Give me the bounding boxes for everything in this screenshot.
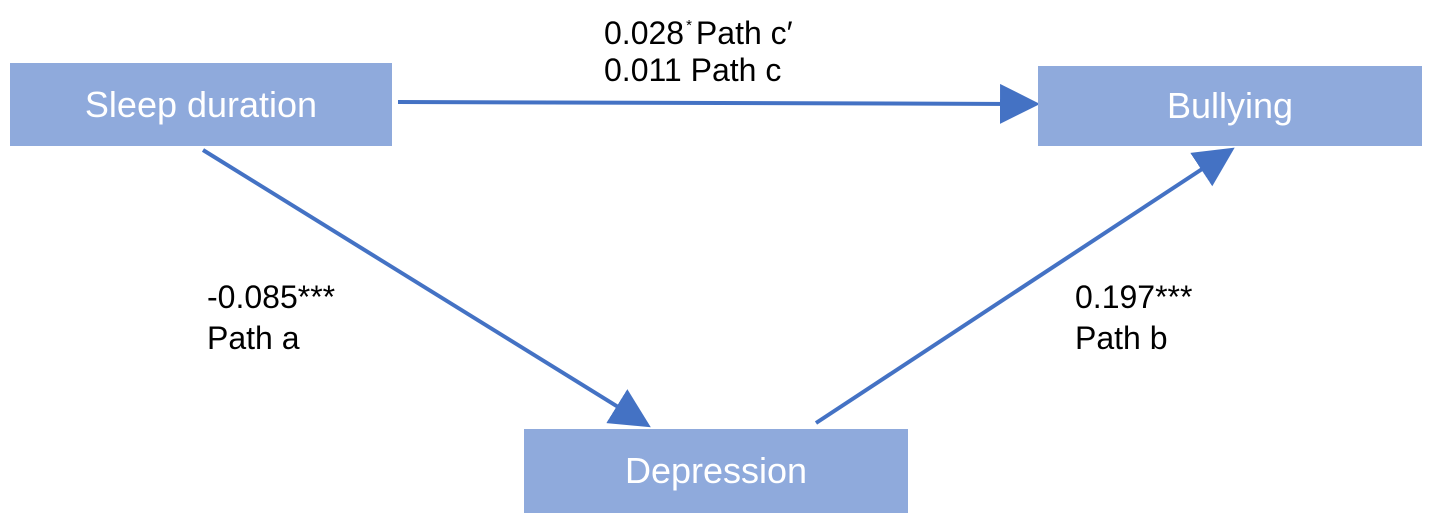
path-c-prime-coef: 0.028 — [604, 15, 685, 51]
node-sleep-duration: Sleep duration — [10, 63, 392, 146]
path-b-name: Path b — [1075, 320, 1168, 356]
path-a-name: Path a — [207, 320, 300, 356]
arrow-path-c — [397, 83, 1040, 124]
node-bullying-label: Bullying — [1166, 85, 1294, 126]
path-a-coef: -0.085*** — [207, 279, 336, 315]
node-depression-label: Depression — [624, 450, 808, 491]
path-b-coef: 0.197*** — [1075, 279, 1193, 315]
path-c-label: 0.011 Path c — [604, 52, 782, 88]
path-c-prime-label: 0.028*Path c′ — [604, 4, 793, 55]
arrow-path-a — [201, 148, 651, 428]
node-depression: Depression — [524, 429, 908, 513]
node-sleep-duration-label: Sleep duration — [84, 83, 318, 125]
arrow-path-b — [814, 147, 1235, 425]
path-c-prime-significance: * — [686, 17, 692, 34]
node-bullying: Bullying — [1038, 66, 1422, 146]
path-c-prime-name: Path c′ — [695, 15, 793, 51]
